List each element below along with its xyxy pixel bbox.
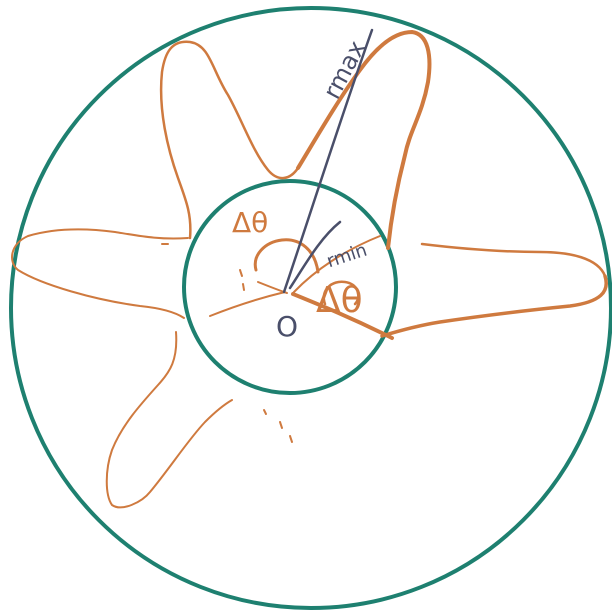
origin-ray-upper bbox=[258, 282, 287, 293]
outer-circle bbox=[11, 8, 611, 608]
dash-4 bbox=[264, 410, 266, 414]
petal-group bbox=[12, 32, 606, 507]
petal-right-lower bbox=[382, 276, 606, 336]
dash-6 bbox=[290, 436, 292, 442]
petal-left bbox=[12, 229, 188, 318]
origin-ray-left bbox=[210, 292, 285, 316]
origin-label: O bbox=[276, 310, 298, 343]
delta-theta-arc bbox=[255, 240, 318, 272]
r-min-label: rmin bbox=[324, 240, 370, 273]
dash-3 bbox=[243, 284, 244, 290]
petal-top-right bbox=[298, 32, 429, 248]
petal-right-upper bbox=[422, 244, 605, 276]
petal-top-left bbox=[161, 42, 298, 238]
r-max-label: rmax bbox=[318, 36, 372, 104]
delta-theta-label-top: Δθ bbox=[232, 206, 268, 239]
dash-2 bbox=[240, 270, 242, 276]
dash-5 bbox=[280, 422, 282, 428]
delta-theta-label-right: Δθ bbox=[316, 280, 363, 321]
